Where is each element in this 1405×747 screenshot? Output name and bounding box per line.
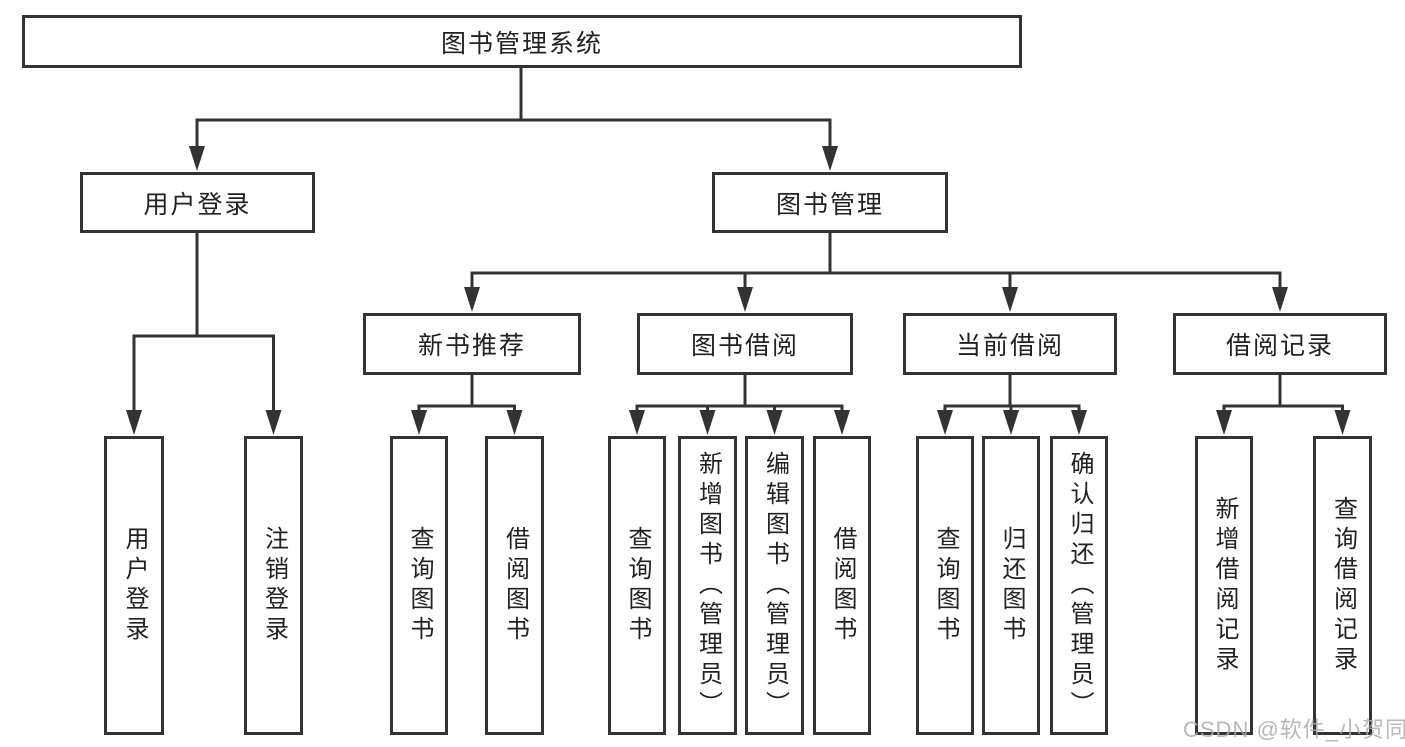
leaf-label: 查询借阅记录	[1329, 495, 1357, 676]
arrowhead	[189, 146, 205, 171]
node-label: 新书推荐	[417, 332, 526, 360]
arrowhead	[1002, 287, 1018, 312]
leaf-label: 新增图书（管理员）	[694, 450, 722, 721]
arrowhead	[699, 410, 716, 435]
leaf-add-books-admin: 新增图书（管理员）	[678, 436, 737, 735]
csdn-watermark: CSDN @软件_小贺同学	[1183, 717, 1405, 742]
arrowhead	[937, 410, 953, 435]
leaf-edit-books-admin: 编辑图书（管理员）	[745, 436, 804, 735]
leaf-label: 查询图书	[406, 525, 433, 646]
node-user-login: 用户登录	[80, 172, 315, 233]
arrowhead	[126, 410, 142, 435]
arrowhead	[464, 287, 480, 312]
node-current-borrow: 当前借阅	[903, 313, 1117, 375]
leaf-return-books: 归还图书	[982, 436, 1040, 735]
arrowhead	[411, 410, 427, 435]
leaf-borrow-books-recommend: 借阅图书	[485, 436, 544, 735]
arrowhead	[629, 410, 645, 435]
leaf-label: 借阅图书	[829, 525, 856, 646]
connector-book-management	[470, 233, 1282, 292]
leaf-borrow-books-borrow: 借阅图书	[813, 436, 871, 735]
leaf-label: 用户登录	[121, 525, 148, 646]
node-label: 图书管理	[775, 190, 884, 219]
node-book-borrow: 图书借阅	[637, 313, 853, 375]
leaf-label: 编辑图书（管理员）	[761, 450, 789, 721]
connector-user-login	[132, 233, 275, 414]
arrowhead	[737, 287, 753, 312]
arrowhead	[1216, 410, 1232, 435]
node-label: 借阅记录	[1225, 332, 1334, 360]
leaf-confirm-return-admin: 确认归还（管理员）	[1050, 436, 1108, 735]
node-label: 图书管理系统	[440, 29, 603, 58]
leaf-logout-login: 注销登录	[244, 436, 303, 735]
node-borrow-records: 借阅记录	[1173, 313, 1387, 375]
arrowhead	[766, 410, 783, 435]
leaf-label: 查询图书	[624, 525, 651, 646]
leaf-label: 注销登录	[260, 525, 288, 646]
node-label: 用户登录	[143, 190, 252, 219]
leaf-user-login: 用户登录	[104, 436, 164, 735]
arrowhead	[822, 146, 838, 171]
leaf-label: 确认归还（管理员）	[1066, 450, 1093, 721]
leaf-query-books-recommend: 查询图书	[390, 436, 448, 735]
node-book-management: 图书管理	[712, 172, 948, 233]
node-library-management-system: 图书管理系统	[22, 15, 1022, 68]
leaf-query-borrow-record: 查询借阅记录	[1313, 436, 1372, 735]
connector-root	[195, 68, 832, 150]
leaf-label: 归还图书	[998, 525, 1025, 646]
arrowhead	[1334, 410, 1351, 435]
leaf-query-books-current: 查询图书	[916, 436, 974, 735]
node-label: 图书借阅	[690, 332, 799, 360]
leaf-label: 新增借阅记录	[1211, 495, 1238, 676]
connector-new-book-recommend	[417, 375, 516, 414]
connector-borrow-records	[1222, 375, 1344, 414]
leaf-add-borrow-record: 新增借阅记录	[1195, 436, 1253, 735]
leaf-label: 借阅图书	[501, 525, 529, 646]
connector-current-borrow	[943, 375, 1081, 414]
node-label: 当前借阅	[955, 332, 1064, 360]
node-new-book-recommend: 新书推荐	[363, 313, 581, 375]
arrowhead	[1272, 287, 1288, 312]
arrowhead	[1003, 410, 1019, 435]
connector-book-borrow	[635, 375, 844, 414]
arrowhead	[506, 410, 523, 435]
arrowhead	[1071, 410, 1087, 435]
leaf-label: 查询图书	[932, 525, 959, 646]
arrowhead	[265, 410, 282, 435]
arrowhead	[834, 410, 850, 435]
leaf-query-books-borrow: 查询图书	[608, 436, 666, 735]
